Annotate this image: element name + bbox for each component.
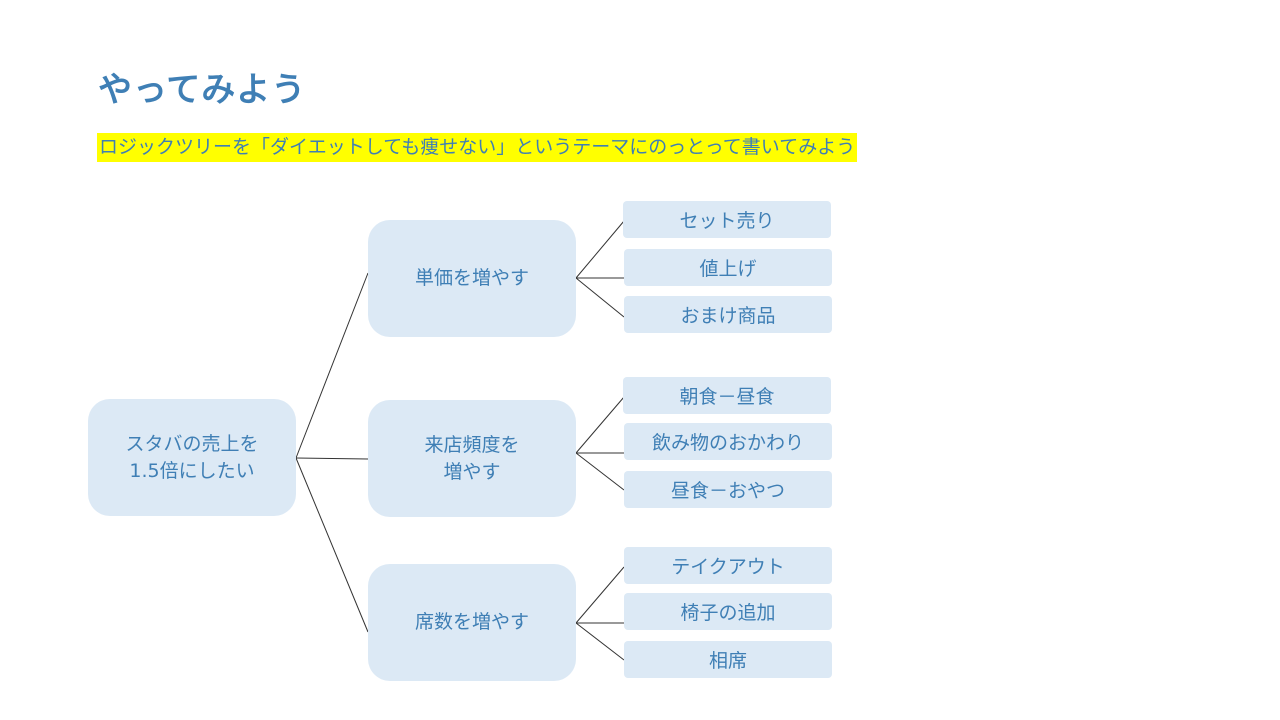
leaf-node: セット売り [623,201,831,238]
connector-branch-3-leaf-1 [575,566,625,624]
leaf-node: 相席 [624,641,832,678]
connector-root-branch-2 [295,457,369,460]
connector-root-branch-1 [295,272,369,459]
connector-root-branch-3 [295,457,369,633]
leaf-node: 飲み物のおかわり [624,423,832,460]
leaf-node: 昼食－おやつ [624,471,832,508]
branch-node-seat-count: 席数を増やす [368,564,576,681]
connector-branch-3-leaf-3 [575,622,625,661]
leaf-node: 椅子の追加 [624,593,832,630]
connector-branch-1-leaf-3 [575,277,625,318]
leaf-node: テイクアウト [624,547,832,584]
branch-node-visit-frequency: 来店頻度を 増やす [368,400,576,517]
leaf-node: 朝食－昼食 [623,377,831,414]
root-node: スタバの売上を 1.5倍にしたい [88,399,296,516]
connector-branch-1-leaf-1 [575,220,625,279]
branch-node-unit-price: 単価を増やす [368,220,576,337]
leaf-node: 値上げ [624,249,832,286]
connector-branch-2-leaf-1 [575,396,625,454]
connector-branch-2-leaf-3 [575,452,625,491]
instruction-text: ロジックツリーを「ダイエットしても痩せない」というテーマにのっとって書いてみよう [97,133,858,162]
slide-title: やってみよう [98,70,307,110]
leaf-node: おまけ商品 [624,296,832,333]
